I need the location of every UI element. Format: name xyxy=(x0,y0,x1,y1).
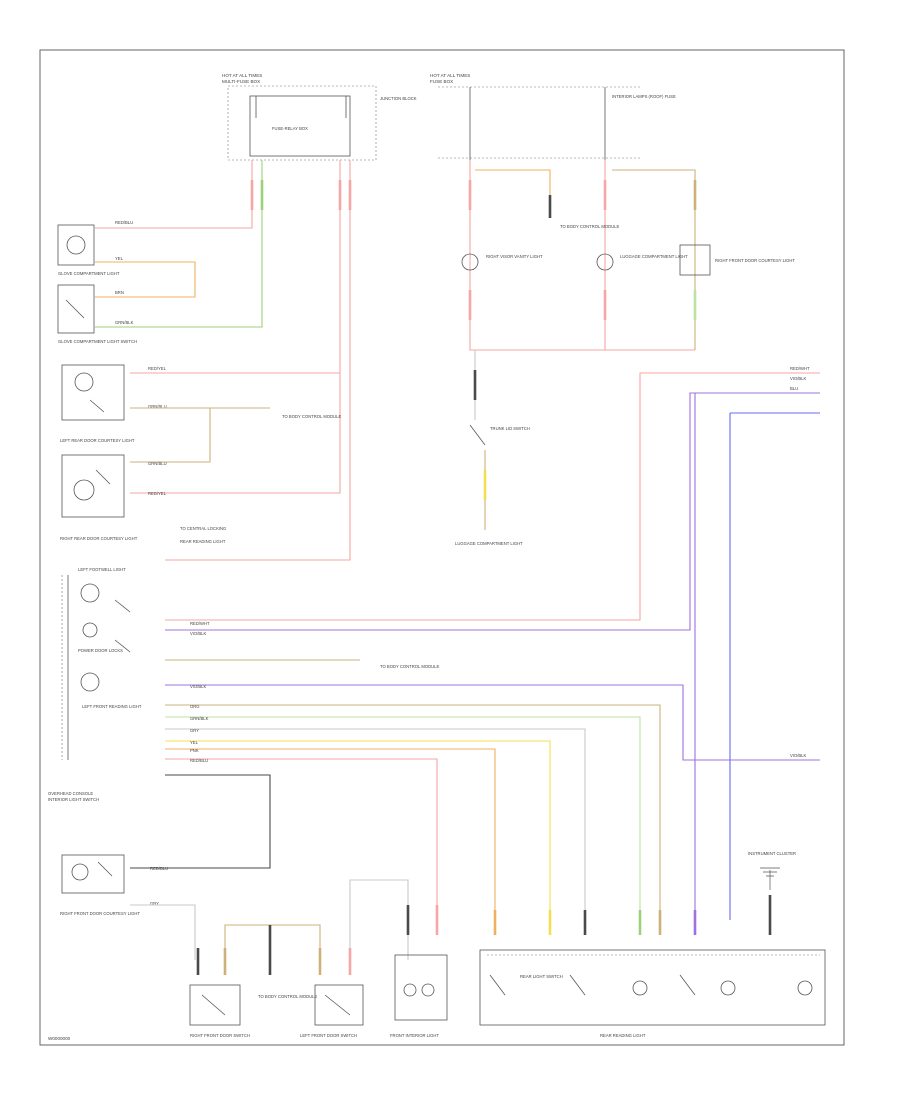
to-body-2: TO BODY CONTROL MODULE xyxy=(380,664,439,669)
wire-label-redyel-2: RED/YEL xyxy=(148,491,167,496)
left-rear-door-light: LEFT REAR DOOR COURTESY LIGHT RED/YEL GR… xyxy=(60,364,167,443)
wire-label-grnblu-2: GRN/BLU xyxy=(148,461,167,466)
right-rear-door-label: RIGHT REAR DOOR COURTESY LIGHT xyxy=(60,536,138,541)
front-reading-label: LEFT FRONT READING LIGHT xyxy=(82,704,142,709)
wire-label-brn-glove: BRN xyxy=(115,290,124,295)
right-rear-door-light: RIGHT REAR DOOR COURTESY LIGHT GRN/BLU R… xyxy=(60,454,167,541)
luggage-lamp-label: LUGGAGE COMPARTMENT LIGHT xyxy=(620,254,688,259)
to-body-1: TO BODY CONTROL MODULE xyxy=(282,414,341,419)
trunk-note-label: LUGGAGE COMPARTMENT LIGHT xyxy=(455,541,523,546)
wire-label-red-wht-2: RED/WHT xyxy=(790,366,810,371)
left-rear-door-label: LEFT REAR DOOR COURTESY LIGHT xyxy=(60,438,135,443)
right-front-door-lower-label: RIGHT FRONT DOOR COURTESY LIGHT xyxy=(60,911,140,916)
wire-label-gry-2: GRY xyxy=(150,901,159,906)
ground-label: INSTRUMENT CLUSTER xyxy=(748,851,796,856)
wire-label-vio-blk-4: VIO/BLK xyxy=(790,753,806,758)
rear-reading-light-box xyxy=(479,949,826,1026)
fuse-right-sub: FUSE BOX xyxy=(430,79,453,84)
wire-label-red-bl-2: RED/BLU xyxy=(190,758,208,763)
wire-label-yel-2: YEL xyxy=(190,740,199,745)
rear-switch-label: REAR READING LIGHT xyxy=(180,539,226,544)
right-front-door-label: RIGHT FRONT DOOR COURTESY LIGHT xyxy=(715,258,795,263)
diagram-frame xyxy=(39,49,845,1046)
wire-label-gry: GRY xyxy=(190,728,199,733)
fuse-block-left: HOT AT ALL TIMES MULTI-FUSE BOX FUSE-REL… xyxy=(222,73,417,161)
left-footwell-label: LEFT FOOTWELL LIGHT xyxy=(78,567,126,572)
to-body-4: TO BODY CONTROL MODULE xyxy=(258,994,317,999)
right-vanity-label: RIGHT VISOR VANITY LIGHT xyxy=(486,254,543,259)
wire-label-grn-blk-2: GRN/BLK xyxy=(190,716,209,721)
wire-label-vio-blk: VIO/BLK xyxy=(190,631,206,636)
to-body-3: TO BODY CONTROL MODULE xyxy=(560,224,619,229)
power-door-label: POWER DOOR LOCKS xyxy=(78,648,123,653)
glove-lamp-label: GLOVE COMPARTMENT LIGHT xyxy=(58,271,120,276)
junction-note: JUNCTION BLOCK xyxy=(380,96,417,101)
wire-label-vio-blk-2: VIO/BLK xyxy=(190,684,206,689)
rf-door-switch-label: RIGHT FRONT DOOR SWITCH xyxy=(190,1033,250,1038)
wire-label-red-bl-3: RED/BLU xyxy=(150,866,168,871)
right-front-door-light: RIGHT FRONT DOOR COURTESY LIGHT RED/BLU … xyxy=(60,854,168,916)
front-interior-light-box xyxy=(394,954,448,1021)
wire-label-redyel-1: RED/YEL xyxy=(148,366,167,371)
lf-door-switch-box xyxy=(314,984,364,1026)
glove-compartment-switch: GLOVE COMPARTMENT LIGHT SWITCH GRN/BLK xyxy=(57,284,137,344)
wire-label-red-wht: RED/WHT xyxy=(190,621,210,626)
ground-symbol: INSTRUMENT CLUSTER xyxy=(748,851,796,890)
fuse-left-sub: MULTI-FUSE BOX xyxy=(222,79,260,84)
wire-label-pnk: PNK xyxy=(190,748,199,753)
front-interior-label: FRONT INTERIOR LIGHT xyxy=(390,1033,439,1038)
wire-label-org: ORG xyxy=(190,704,200,709)
wire-label-grnblu-1: GRN/BLU xyxy=(148,404,167,409)
fuse-right-header: HOT AT ALL TIMES xyxy=(430,73,470,78)
lf-door-switch-label: LEFT FRONT DOOR SWITCH xyxy=(300,1033,357,1038)
wire-label-vio-blk-3: VIO/BLK xyxy=(790,376,806,381)
fuse-left-box-label: FUSE-RELAY BOX xyxy=(272,126,308,131)
wire-label-yel-glove: YEL xyxy=(115,256,124,261)
to-central-label: TO CENTRAL LOCKING xyxy=(180,526,226,531)
glove-switch-label: GLOVE COMPARTMENT LIGHT SWITCH xyxy=(58,339,137,344)
rf-door-switch-box xyxy=(189,984,241,1026)
figure-id: W0000000 xyxy=(48,1036,71,1041)
fuse-block-right: HOT AT ALL TIMES FUSE BOX INTERIOR LAMPS… xyxy=(430,73,676,160)
wire-label-redbl: RED/BLU xyxy=(115,220,133,225)
rear-reading-label: REAR READING LIGHT xyxy=(600,1033,646,1038)
overhead-console-label: OVERHEAD CONSOLE xyxy=(48,791,93,796)
trunk-switch-label: TRUNK LID SWITCH xyxy=(490,426,530,431)
fuse-right-note: INTERIOR LAMPS (ROOF) FUSE xyxy=(612,94,676,99)
rear-light-switch-label: REAR LIGHT SWITCH xyxy=(520,974,563,979)
glove-compartment-lamp: GLOVE COMPARTMENT LIGHT RED/BLU xyxy=(57,220,133,276)
interior-switch-label: INTERIOR LIGHT SWITCH xyxy=(48,797,99,802)
overhead-console: LEFT FOOTWELL LIGHT POWER DOOR LOCKS LEF… xyxy=(48,526,226,802)
wire-label-blu: BLU xyxy=(790,386,798,391)
wire-label-grnblk: GRN/BLK xyxy=(115,320,134,325)
fuse-left-header: HOT AT ALL TIMES xyxy=(222,73,262,78)
